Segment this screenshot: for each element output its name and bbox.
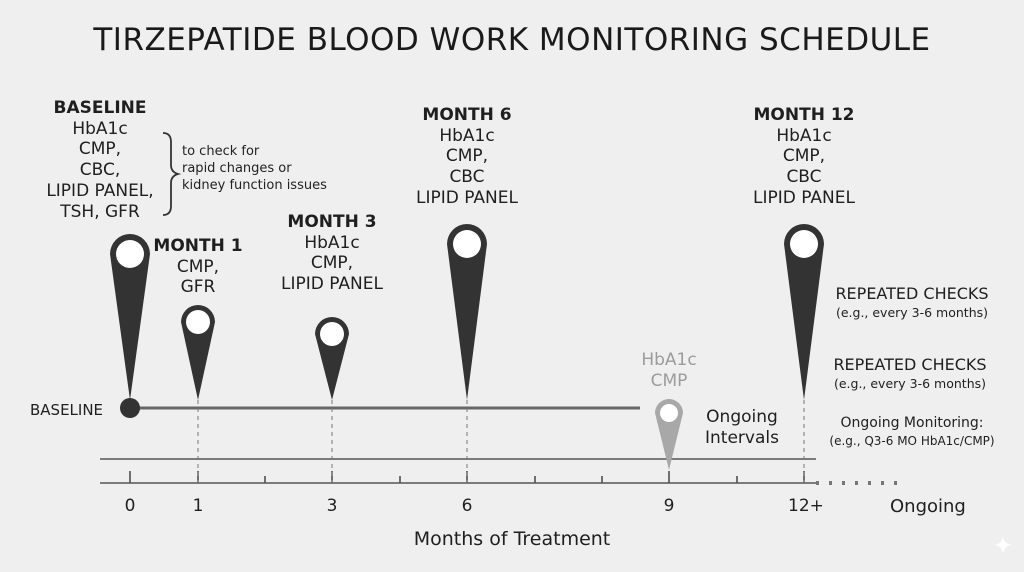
baseline-test: CMP,: [78, 139, 122, 160]
month6-block: MONTH 6 HbA1c CMP, CBC LIPID PANEL: [407, 105, 527, 209]
month12-test: LIPID PANEL: [753, 187, 855, 208]
month3-test: HbA1c: [304, 232, 360, 253]
tick-label: 0: [124, 496, 136, 516]
pin-month6: [447, 224, 487, 400]
baseline-brace: [162, 132, 182, 216]
tick-label: 1: [192, 496, 204, 516]
repeated-checks-sub: (e.g., every 3-6 months): [833, 375, 987, 391]
repeated-checks-title: REPEATED CHECKS: [835, 284, 989, 303]
month3-block: MONTH 3 HbA1c CMP, LIPID PANEL: [262, 212, 402, 295]
month3-header: MONTH 3: [287, 212, 377, 232]
pin-baseline: [110, 234, 150, 400]
repeated-checks-title: REPEATED CHECKS: [833, 355, 987, 374]
month1-block: MONTH 1 CMP, GFR: [148, 236, 248, 298]
month12-test: CMP,: [782, 146, 826, 167]
tick-label: 6: [461, 496, 473, 516]
baseline-test: HbA1c: [72, 118, 128, 139]
timeline-start-dot: [120, 398, 140, 418]
axis-ongoing-label: Ongoing: [890, 496, 966, 517]
month6-test: HbA1c: [439, 125, 495, 146]
month12-block: MONTH 12 HbA1c CMP, CBC LIPID PANEL: [744, 105, 864, 209]
axis-title: Months of Treatment: [413, 528, 611, 550]
month3-test: LIPID PANEL: [281, 274, 383, 295]
ongoing-intervals-line: Intervals: [705, 427, 779, 448]
month9-block: HbA1c CMP: [634, 350, 704, 391]
month12-test: HbA1c: [776, 125, 832, 146]
repeated-checks-sub: (e.g., every 3-6 months): [835, 304, 989, 320]
baseline-header: BASELINE: [53, 98, 147, 118]
ongoing-monitoring: Ongoing Monitoring: (e.g., Q3-6 MO HbA1c…: [812, 414, 1012, 449]
page-title: TIRZEPATIDE BLOOD WORK MONITORING SCHEDU…: [93, 22, 931, 58]
baseline-test: CBC,: [79, 160, 121, 181]
ongoing-monitoring-sub: (e.g., Q3-6 MO HbA1c/CMP): [829, 433, 995, 448]
month1-test: CMP,: [176, 256, 220, 277]
pin-month3: [315, 317, 349, 400]
month9-test: HbA1c: [641, 350, 697, 370]
month1-header: MONTH 1: [153, 236, 243, 256]
sparkle-icon: [994, 536, 1012, 554]
ongoing-intervals: Ongoing Intervals: [692, 407, 792, 448]
month6-test: CMP,: [445, 146, 489, 167]
baseline-note: to check for rapid changes or kidney fun…: [182, 144, 327, 195]
month6-test: LIPID PANEL: [416, 187, 518, 208]
month9-test: CMP: [650, 370, 688, 391]
month6-header: MONTH 6: [422, 105, 512, 125]
baseline-note-line: to check for: [182, 144, 260, 159]
baseline-block: BASELINE HbA1c CMP, CBC, LIPID PANEL, TS…: [30, 98, 170, 222]
drop-lines: [197, 400, 805, 483]
baseline-note-line: kidney function issues: [182, 177, 327, 193]
baseline-test: LIPID PANEL,: [46, 180, 154, 201]
baseline-test: TSH, GFR: [60, 201, 140, 222]
month12-test: CBC: [786, 167, 822, 188]
tick-label: 12+: [788, 496, 824, 516]
month12-header: MONTH 12: [753, 105, 855, 125]
month6-test: CBC: [449, 167, 485, 188]
month3-test: CMP,: [310, 253, 354, 274]
baseline-note-line: rapid changes or: [182, 160, 292, 176]
timeline-baseline-label: BASELINE: [30, 401, 104, 419]
tick-label: 3: [326, 496, 338, 516]
ongoing-intervals-line: Ongoing: [706, 407, 778, 427]
repeated-checks-2: REPEATED CHECKS (e.g., every 3-6 months): [810, 355, 1010, 392]
tick-label: 9: [663, 496, 675, 516]
ongoing-monitoring-title: Ongoing Monitoring:: [840, 415, 984, 431]
pin-month1: [181, 305, 215, 400]
repeated-checks-1: REPEATED CHECKS (e.g., every 3-6 months): [814, 284, 1010, 321]
pin-month9: [655, 399, 683, 470]
month1-test: GFR: [180, 277, 216, 298]
pin-month12: [784, 224, 824, 400]
